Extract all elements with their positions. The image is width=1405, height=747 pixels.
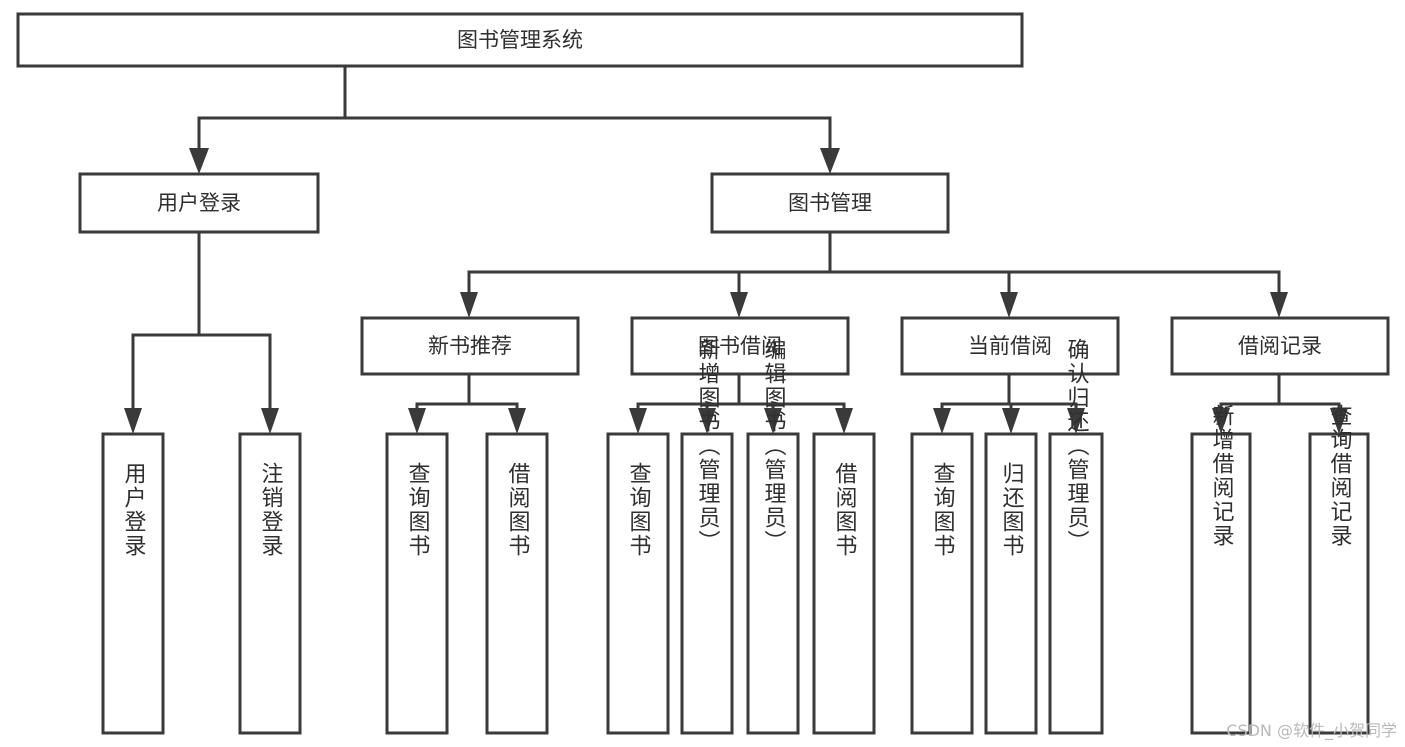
- node-box-shape: [238, 432, 302, 735]
- node-label: 图书借阅: [698, 334, 782, 358]
- node-label: 用户登录: [157, 191, 241, 215]
- node-box-shape: [1170, 316, 1390, 376]
- edge-borrow-record-to-leaves: [1212, 372, 1348, 434]
- arrow-head-icon: [1002, 408, 1020, 434]
- node-label: 图书管理: [788, 191, 872, 215]
- arrow-head-icon: [261, 408, 279, 434]
- node-leaf-return-book[interactable]: 归还图书: [984, 432, 1038, 735]
- arrow-head-icon: [124, 408, 142, 434]
- node-label: 图书管理系统: [457, 28, 583, 52]
- arrow-head-icon: [698, 408, 716, 434]
- arrow-head-icon: [1270, 292, 1288, 318]
- node-leaf-add-borrow-record[interactable]: 新增借阅记录: [1190, 404, 1252, 735]
- arrow-head-icon: [1067, 408, 1085, 434]
- node-box-shape: [812, 432, 876, 735]
- node-box-shape: [16, 12, 1024, 68]
- node-box-shape: [900, 316, 1120, 376]
- node-box-shape: [606, 432, 670, 735]
- edge-new-book-recommend-to-leaves: [408, 372, 526, 434]
- node-leaf-borrow-book-recommend[interactable]: 借阅图书: [485, 432, 549, 735]
- edge-user-login-to-leaves: [124, 230, 279, 434]
- node-label: 新书推荐: [428, 334, 512, 358]
- node-borrow-record[interactable]: 借阅记录: [1170, 316, 1390, 376]
- node-label: 查询图书: [626, 462, 652, 558]
- node-leaf-add-book-admin[interactable]: 新增图书（管理员）: [680, 338, 734, 735]
- node-label: 新增借阅记录: [1209, 404, 1235, 548]
- node-box-shape: [485, 432, 549, 735]
- node-book-manage[interactable]: 图书管理: [710, 172, 950, 234]
- node-label: 查询图书: [405, 462, 431, 558]
- node-label: 归还图书: [999, 462, 1025, 558]
- csdn-watermark: CSDN @软件_小贺同学: [1226, 721, 1397, 740]
- arrow-head-icon: [730, 292, 748, 318]
- arrow-head-icon: [189, 148, 209, 174]
- node-label: 借阅记录: [1238, 334, 1322, 358]
- edge-book-borrow-to-leaves: [629, 372, 853, 434]
- arrow-head-icon: [1330, 408, 1348, 434]
- node-leaf-query-book-borrow[interactable]: 查询图书: [606, 432, 670, 735]
- edge-root-to-level1: [189, 64, 840, 174]
- node-leaf-user-login[interactable]: 用户登录: [101, 432, 165, 735]
- node-label: 新增图书（管理员）: [695, 338, 721, 554]
- node-box-shape: [78, 172, 320, 234]
- node-box-shape: [385, 432, 449, 735]
- node-label: 注销登录: [258, 462, 284, 558]
- node-label: 编辑图书（管理员）: [761, 338, 787, 554]
- node-leaf-query-borrow-record[interactable]: 查询借阅记录: [1308, 404, 1370, 735]
- node-box-shape: [1190, 432, 1252, 735]
- arrow-head-icon: [1212, 408, 1230, 434]
- arrow-head-icon: [933, 408, 951, 434]
- arrow-head-icon: [820, 148, 840, 174]
- arrow-head-icon: [1000, 292, 1018, 318]
- node-box-shape: [1308, 432, 1370, 735]
- node-label: 借阅图书: [505, 462, 531, 558]
- node-box-shape: [680, 432, 734, 735]
- node-box-shape: [746, 432, 800, 735]
- node-box-shape: [910, 432, 974, 735]
- edge-book-manage-to-level2: [460, 230, 1288, 318]
- node-user-login[interactable]: 用户登录: [78, 172, 320, 234]
- node-leaf-query-book-recommend[interactable]: 查询图书: [385, 432, 449, 735]
- node-leaf-borrow-book[interactable]: 借阅图书: [812, 432, 876, 735]
- node-label: 借阅图书: [832, 462, 858, 558]
- node-box-shape: [710, 172, 950, 234]
- node-label: 当前借阅: [968, 334, 1052, 358]
- node-leaf-logout-login[interactable]: 注销登录: [238, 432, 302, 735]
- node-label: 用户登录: [121, 462, 147, 558]
- node-box-shape: [101, 432, 165, 735]
- arrow-head-icon: [508, 408, 526, 434]
- node-leaf-confirm-return-admin[interactable]: 确认归还（管理员）: [1048, 338, 1104, 735]
- node-box-shape: [630, 316, 850, 376]
- connector-layer: [124, 64, 1348, 434]
- arrow-head-icon: [408, 408, 426, 434]
- node-label: 查询借阅记录: [1327, 404, 1353, 548]
- node-new-book-recommend[interactable]: 新书推荐: [360, 316, 580, 376]
- edge-current-borrow-to-leaves: [933, 372, 1085, 434]
- node-leaf-edit-book-admin[interactable]: 编辑图书（管理员）: [746, 338, 800, 735]
- node-box-shape: [1048, 432, 1104, 735]
- node-label: 查询图书: [930, 462, 956, 558]
- node-book-borrow[interactable]: 图书借阅: [630, 316, 850, 376]
- node-box-shape: [984, 432, 1038, 735]
- node-current-borrow[interactable]: 当前借阅: [900, 316, 1120, 376]
- node-root[interactable]: 图书管理系统: [16, 12, 1024, 68]
- arrow-head-icon: [460, 292, 478, 318]
- arrow-head-icon: [835, 408, 853, 434]
- node-box-shape: [360, 316, 580, 376]
- arrow-head-icon: [764, 408, 782, 434]
- arrow-head-icon: [629, 408, 647, 434]
- node-leaf-query-book-current[interactable]: 查询图书: [910, 432, 974, 735]
- node-label: 确认归还（管理员）: [1064, 338, 1090, 554]
